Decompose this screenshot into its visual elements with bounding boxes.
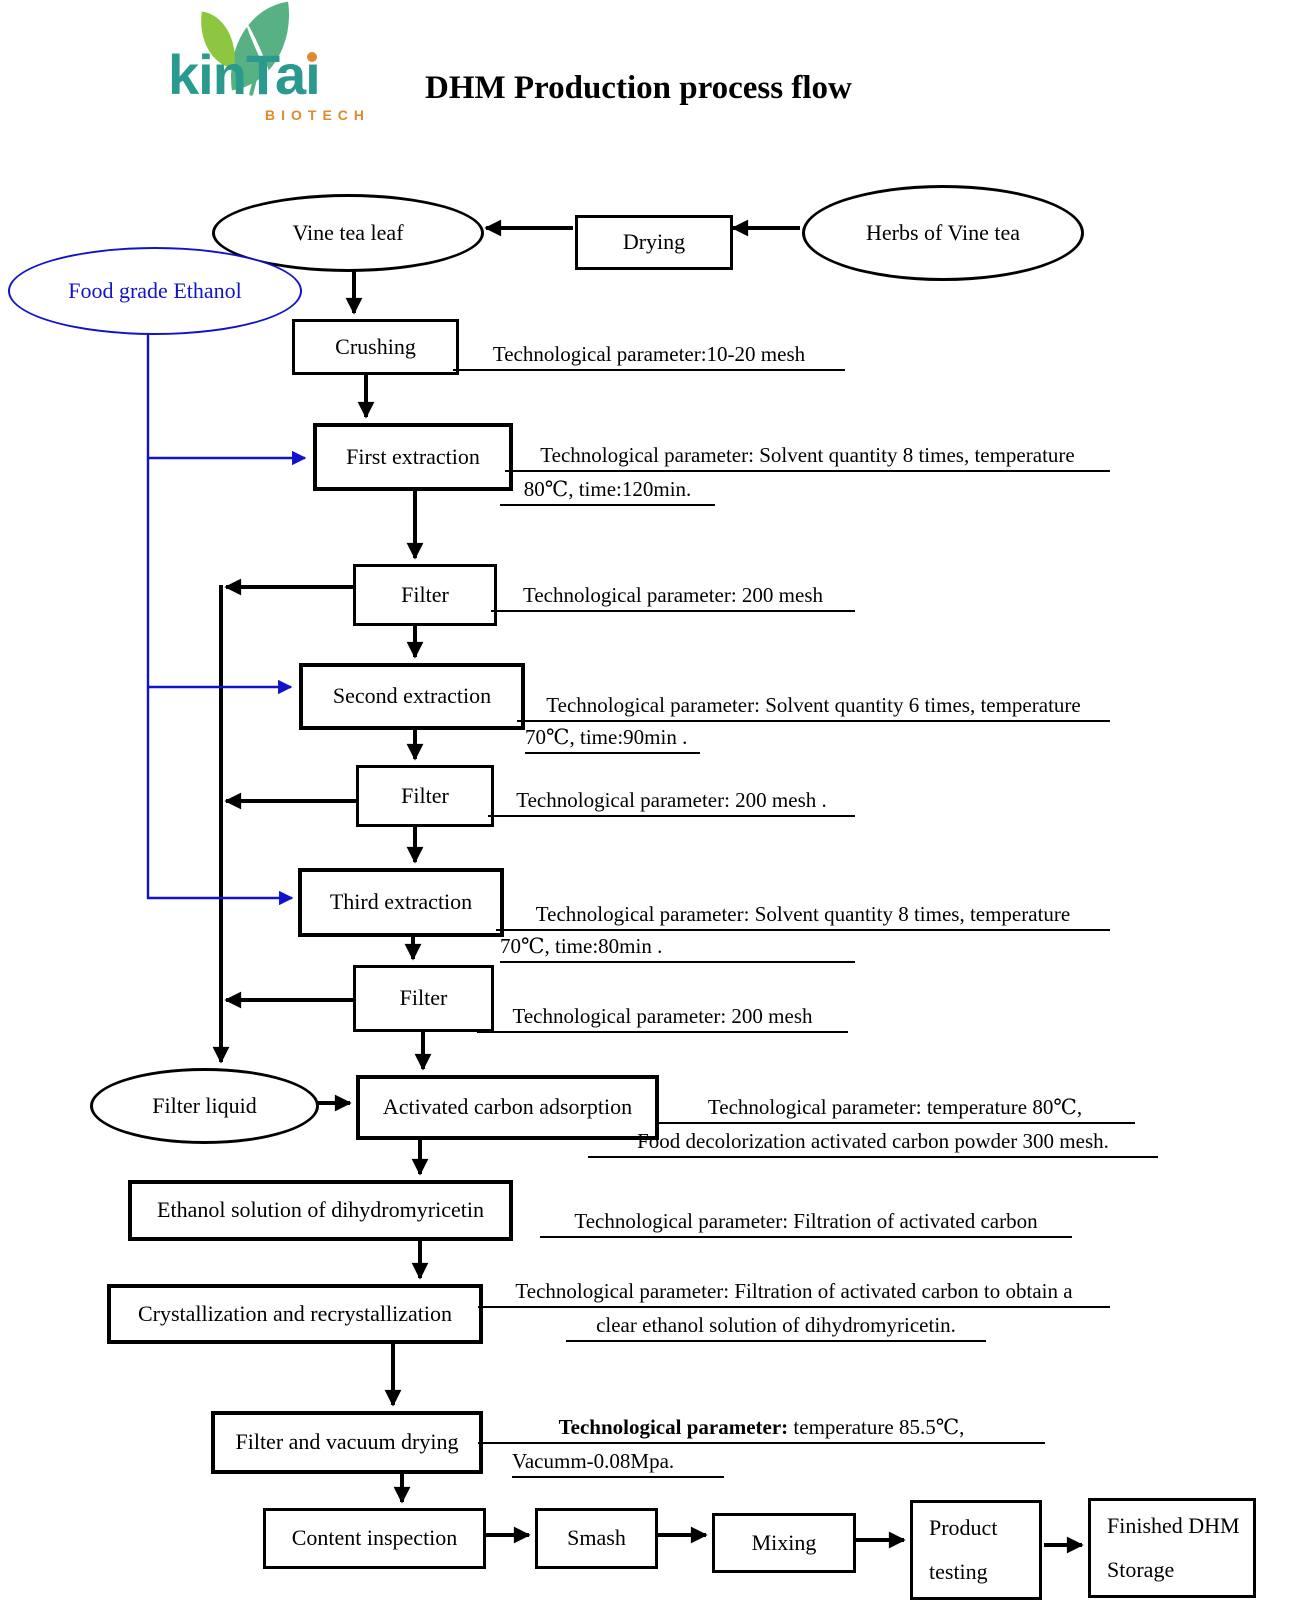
node-crystallization: Crystallization and recrystallization — [107, 1284, 483, 1344]
param-third-extraction-line2: 70℃, time:80min . — [500, 933, 855, 963]
param-vacuum-drying-line2: Vacumm-0.08Mpa. — [512, 1448, 724, 1478]
node-filter-3: Filter — [353, 965, 494, 1032]
param-filter1: Technological parameter: 200 mesh — [491, 582, 855, 612]
node-drying: Drying — [575, 215, 733, 270]
brand-subtitle: BIOTECH — [265, 107, 370, 123]
orange-dot-icon — [307, 52, 318, 62]
param-second-extraction-line2: 70℃, time:90min . — [525, 724, 700, 754]
param-filter2: Technological parameter: 200 mesh . — [488, 787, 855, 817]
param-crystallization-line1: Technological parameter: Filtration of a… — [478, 1278, 1110, 1308]
param-filter3: Technological parameter: 200 mesh — [477, 1003, 848, 1033]
param-activated-carbon-line1: Technological parameter: temperature 80℃… — [655, 1094, 1135, 1124]
param-activated-carbon-line2: Food decolorization activated carbon pow… — [588, 1128, 1158, 1158]
param-second-extraction-line1: Technological parameter: Solvent quantit… — [517, 692, 1110, 722]
node-mixing: Mixing — [712, 1513, 856, 1573]
param-vacuum-drying-line1: Technological parameter: temperature 85.… — [478, 1414, 1045, 1444]
node-filter-liquid: Filter liquid — [90, 1068, 319, 1144]
param-crystallization-line2: clear ethanol solution of dihydromyricet… — [566, 1312, 986, 1342]
node-product-testing: Product testing — [910, 1500, 1042, 1600]
kintai-logo: kinTaı BIOTECH — [168, 1, 388, 136]
node-crushing: Crushing — [292, 319, 459, 375]
node-filter-1: Filter — [353, 564, 497, 626]
node-smash: Smash — [535, 1508, 658, 1569]
node-activated-carbon-adsorption: Activated carbon adsorption — [356, 1075, 659, 1140]
param-third-extraction-line1: Technological parameter: Solvent quantit… — [496, 901, 1110, 931]
node-finished-dhm-storage: Finished DHM Storage — [1088, 1498, 1256, 1598]
node-food-grade-ethanol: Food grade Ethanol — [8, 247, 302, 335]
brand-name: kinTaı — [168, 43, 321, 106]
page-title: DHM Production process flow — [425, 70, 852, 106]
node-first-extraction: First extraction — [313, 423, 513, 491]
param-first-extraction-line2: 80℃, time:120min. — [500, 476, 715, 506]
node-herbs-of-vine-tea: Herbs of Vine tea — [802, 185, 1084, 281]
node-ethanol-solution: Ethanol solution of dihydromyricetin — [128, 1180, 513, 1241]
param-ethanol-solution: Technological parameter: Filtration of a… — [540, 1208, 1072, 1238]
node-content-inspection: Content inspection — [263, 1508, 486, 1569]
param-crushing: Technological parameter:10-20 mesh — [453, 341, 845, 371]
param-first-extraction-line1: Technological parameter: Solvent quantit… — [505, 442, 1110, 472]
node-filter-2: Filter — [356, 765, 494, 827]
node-filter-vacuum-drying: Filter and vacuum drying — [211, 1411, 483, 1474]
node-second-extraction: Second extraction — [299, 663, 525, 730]
node-third-extraction: Third extraction — [298, 868, 504, 937]
